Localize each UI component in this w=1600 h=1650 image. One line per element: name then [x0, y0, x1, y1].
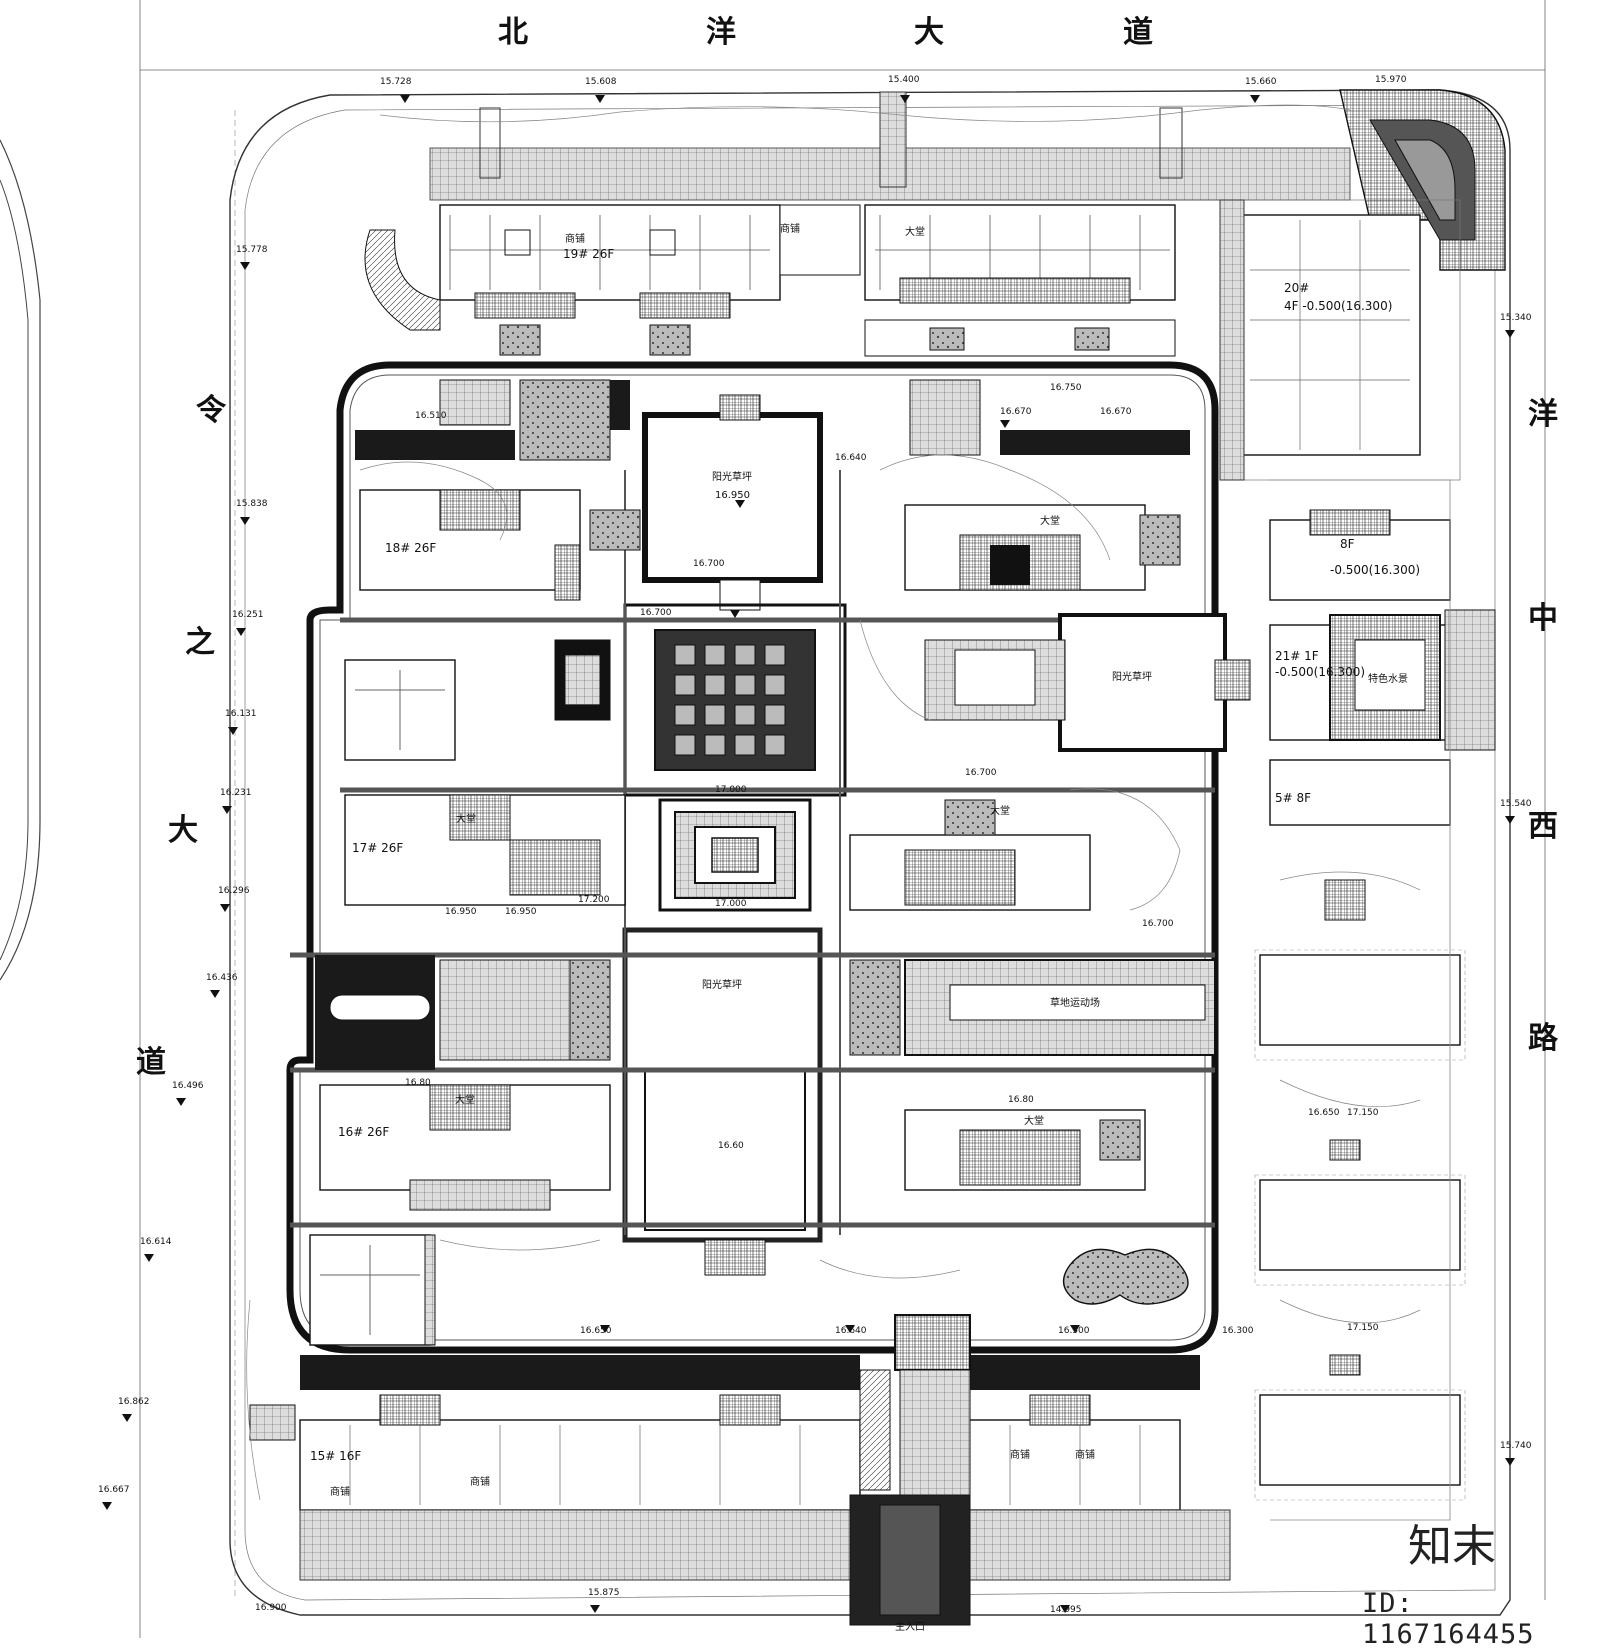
- elev-top-5: 15.970: [1375, 75, 1407, 85]
- elev-inner-9: 16.510: [415, 411, 447, 421]
- elev-inner-12: 17.000: [715, 899, 747, 909]
- road-west-char-3: 大: [168, 813, 198, 848]
- building-16-label: 16# 26F: [338, 1125, 389, 1139]
- road-west-char-1: 令: [196, 393, 227, 428]
- road-east-char-4: 路: [1528, 1021, 1559, 1056]
- elev-left-10: 16.862: [118, 1397, 150, 1407]
- elev-inner-21: 16.80: [405, 1078, 431, 1088]
- elev-inner-15: 16.950: [505, 907, 537, 917]
- elev-inner-4: 16.700: [1142, 919, 1174, 929]
- elev-left-9: 16.614: [140, 1237, 172, 1247]
- lobby-label-4: 大堂: [1024, 1114, 1044, 1127]
- shop-label-5: 商铺: [1010, 1448, 1030, 1461]
- elev-left-8: 16.496: [172, 1081, 204, 1091]
- shop-label-1: 商铺: [330, 1485, 350, 1498]
- elev-right-1: 15.340: [1500, 313, 1532, 323]
- lawn-north-elev: 16.950: [715, 490, 750, 501]
- watermark-id: ID: 1167164455: [1362, 1588, 1535, 1650]
- road-north-char-2: 洋: [706, 15, 736, 50]
- building-15-label: 15# 16F: [310, 1449, 361, 1463]
- elev-left-4: 16.131: [225, 709, 257, 719]
- elev-top-2: 15.608: [585, 77, 617, 87]
- building-20-elev: 4F -0.500(16.300): [1284, 299, 1392, 313]
- elev-top-1: 15.728: [380, 77, 412, 87]
- lobby-label-3: 大堂: [456, 812, 476, 825]
- building-19-label: 19# 26F: [563, 247, 614, 261]
- elev-inner-3: 16.700: [965, 768, 997, 778]
- building-21-label: 21# 1F: [1275, 649, 1319, 663]
- lobby-label-2: 大堂: [1040, 514, 1060, 527]
- feature-water-label: 特色水景: [1368, 672, 1408, 685]
- lawn-east-label: 阳光草坪: [1112, 670, 1152, 683]
- elev-left-11: 16.667: [98, 1485, 130, 1495]
- building-8f-elev: -0.500(16.300): [1330, 563, 1420, 577]
- elev-left-6: 16.296: [218, 886, 250, 896]
- elev-bottom-3: 16.900: [255, 1603, 287, 1613]
- lobby-label-5: 大堂: [455, 1093, 475, 1106]
- road-west-char-2: 之: [185, 625, 215, 660]
- elev-inner-6: 16.670: [1000, 407, 1032, 417]
- elev-left-7: 16.436: [206, 973, 238, 983]
- elev-top-4: 15.660: [1245, 77, 1277, 87]
- elev-inner-25: 16.650: [1308, 1108, 1340, 1118]
- shop-label-6: 商铺: [1075, 1448, 1095, 1461]
- building-17-label: 17# 26F: [352, 841, 403, 855]
- road-north-char-3: 大: [914, 15, 944, 50]
- elev-inner-11: 17.000: [715, 785, 747, 795]
- main-entry-label: 主入口: [895, 1621, 925, 1633]
- elev-inner-24: 17.150: [1347, 1323, 1379, 1333]
- elev-bottom-1: 15.875: [588, 1588, 620, 1598]
- elev-left-5: 16.231: [220, 788, 252, 798]
- lawn-north-label: 阳光草坪: [712, 470, 752, 483]
- elev-left-3: 16.251: [232, 610, 264, 620]
- elev-inner-13: 17.200: [578, 895, 610, 905]
- elev-inner-10: 16.730: [560, 648, 592, 658]
- lobby-label-6: 大堂: [990, 804, 1010, 817]
- elev-inner-20: 16.300: [1222, 1326, 1254, 1336]
- road-east-char-3: 西: [1528, 809, 1558, 844]
- building-8f-label: 8F: [1340, 537, 1355, 551]
- road-north-char-4: 道: [1123, 15, 1153, 50]
- elev-right-3: 15.740: [1500, 1441, 1532, 1451]
- elev-left-1: 15.778: [236, 245, 268, 255]
- elev-inner-1: 16.700: [693, 559, 725, 569]
- building-21-elev: -0.500(16.300): [1275, 665, 1365, 679]
- shop-label-4: 商铺: [780, 222, 800, 235]
- elev-inner-17: 16.650: [580, 1326, 612, 1336]
- lawn-central-label: 阳光草坪: [702, 978, 742, 991]
- building-18-label: 18# 26F: [385, 541, 436, 555]
- building-5-label: 5# 8F: [1275, 791, 1311, 805]
- elev-left-2: 15.838: [236, 499, 268, 509]
- elev-inner-14: 16.950: [445, 907, 477, 917]
- elev-inner-5: 16.640: [835, 453, 867, 463]
- road-north-char-1: 北: [498, 15, 528, 50]
- lobby-label-1: 大堂: [905, 225, 925, 238]
- road-west-char-4: 道: [136, 1045, 166, 1080]
- elev-inner-7: 16.750: [1050, 383, 1082, 393]
- elev-inner-2: 16.700: [640, 608, 672, 618]
- shop-label-3: 商铺: [565, 232, 585, 245]
- building-20-label: 20#: [1284, 281, 1309, 295]
- elev-inner-22: 16.80: [1008, 1095, 1034, 1105]
- elev-top-3: 15.400: [888, 75, 920, 85]
- elev-inner-23: 17.150: [1347, 1108, 1379, 1118]
- watermark-brand: 知末: [1408, 1521, 1496, 1572]
- elev-inner-16: 16.60: [718, 1141, 744, 1151]
- elev-inner-8: 16.670: [1100, 407, 1132, 417]
- road-east-char-2: 中: [1528, 601, 1558, 636]
- road-east-char-1: 洋: [1528, 397, 1558, 432]
- sport-field-label: 草地运动场: [1050, 996, 1100, 1009]
- shop-label-2: 商铺: [470, 1475, 490, 1488]
- elev-right-2: 15.540: [1500, 799, 1532, 809]
